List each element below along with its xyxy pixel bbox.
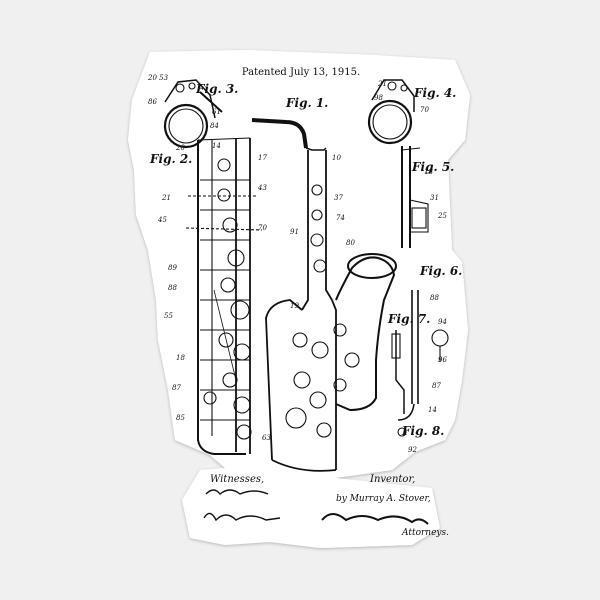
svg-text:70: 70 xyxy=(420,106,429,114)
svg-text:89: 89 xyxy=(168,264,177,272)
svg-text:18: 18 xyxy=(176,354,185,362)
sticker-outline xyxy=(128,50,470,548)
svg-text:19: 19 xyxy=(290,302,299,310)
svg-text:18: 18 xyxy=(424,168,433,176)
svg-text:88: 88 xyxy=(168,284,177,292)
svg-text:61: 61 xyxy=(212,108,221,116)
svg-text:20: 20 xyxy=(175,144,185,152)
fig3-label: Fig. 3. xyxy=(196,82,239,96)
signature-strokes xyxy=(203,489,429,525)
svg-text:14: 14 xyxy=(212,142,221,150)
svg-text:45: 45 xyxy=(157,216,167,224)
patent-date: Patented July 13, 1915. xyxy=(241,67,361,78)
svg-text:14: 14 xyxy=(428,406,437,414)
inventor-name: by Murray A. Stover, xyxy=(336,494,431,504)
svg-text:17: 17 xyxy=(258,154,267,162)
fig2-label: Fig. 2. xyxy=(150,152,193,166)
fig1-sax xyxy=(251,118,397,472)
fig4-label: Fig. 4. xyxy=(414,86,457,100)
svg-text:91: 91 xyxy=(290,228,299,236)
svg-text:63: 63 xyxy=(262,434,271,442)
svg-text:86: 86 xyxy=(148,98,157,106)
svg-text:70: 70 xyxy=(258,224,267,232)
svg-text:20 53: 20 53 xyxy=(147,74,169,82)
svg-text:85: 85 xyxy=(176,414,185,422)
fig6-label: Fig. 6. xyxy=(420,264,463,278)
svg-text:94: 94 xyxy=(438,318,447,326)
fig7-label: Fig. 7. xyxy=(388,312,431,326)
fig5-detail xyxy=(401,146,429,248)
witnesses-label: Witnesses, xyxy=(210,474,265,485)
svg-text:87: 87 xyxy=(432,382,441,390)
svg-text:87: 87 xyxy=(172,384,181,392)
svg-text:10: 10 xyxy=(332,154,341,162)
fig3-ring xyxy=(163,79,223,149)
svg-text:92: 92 xyxy=(408,446,417,454)
fig4-ring xyxy=(367,79,415,145)
svg-text:84: 84 xyxy=(210,122,219,130)
fig5-label: Fig. 5. xyxy=(412,160,455,174)
svg-text:21: 21 xyxy=(161,194,171,202)
fig2-sax xyxy=(185,137,263,455)
svg-text:98: 98 xyxy=(374,94,383,102)
svg-text:74: 74 xyxy=(336,214,345,222)
svg-text:37: 37 xyxy=(334,194,343,202)
svg-text:96: 96 xyxy=(438,356,447,364)
attorneys-label: Attorneys. xyxy=(402,528,449,538)
fig6-fig7-detail xyxy=(391,290,449,437)
svg-text:43: 43 xyxy=(257,184,267,192)
fig8-label: Fig. 8. xyxy=(402,424,445,438)
svg-text:55: 55 xyxy=(164,312,173,320)
svg-text:88: 88 xyxy=(430,294,439,302)
svg-text:80: 80 xyxy=(346,239,355,247)
inventor-label: Inventor, xyxy=(370,474,416,485)
svg-text:21: 21 xyxy=(377,80,387,88)
svg-text:31: 31 xyxy=(430,194,439,202)
svg-text:25: 25 xyxy=(437,212,447,220)
fig1-label: Fig. 1. xyxy=(286,96,329,110)
